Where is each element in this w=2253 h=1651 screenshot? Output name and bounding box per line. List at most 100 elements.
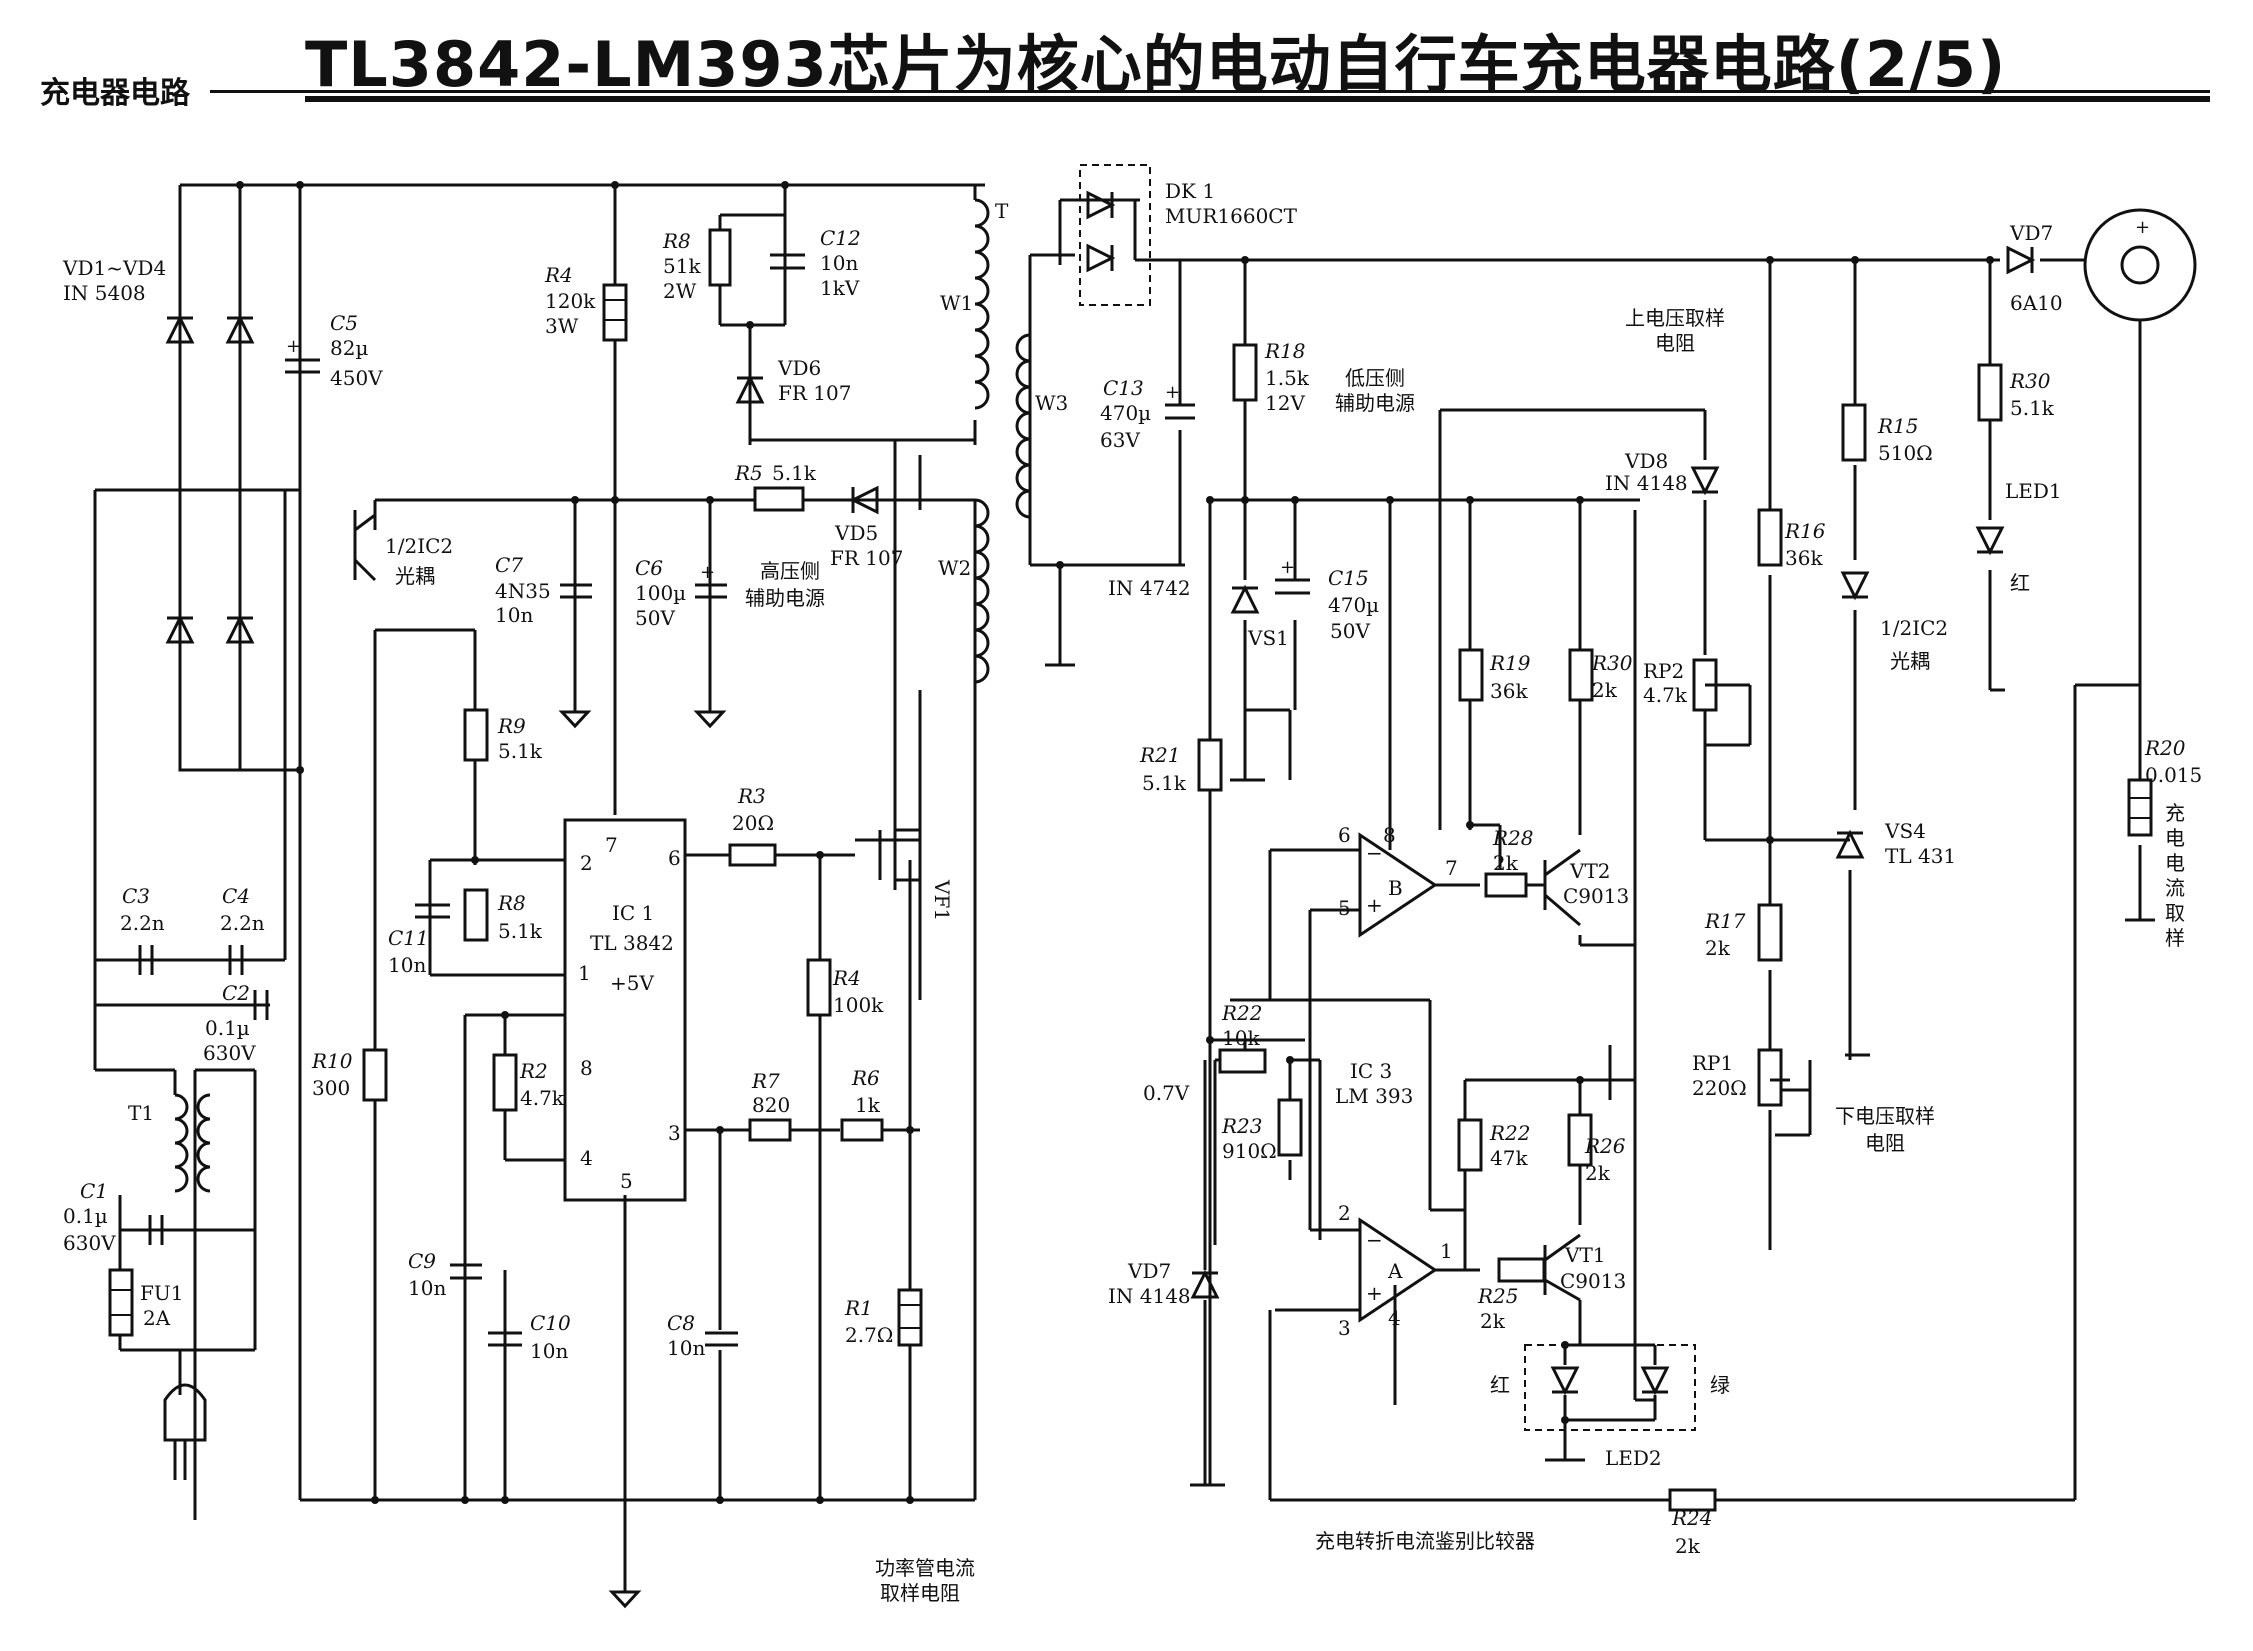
label-comparator: 充电转折电流鉴别比较器 — [1315, 1529, 1535, 1553]
opa-pin-2: 2 — [1338, 1201, 1351, 1225]
label-r5-val: 5.1k — [772, 461, 817, 485]
label-ic3: IC 3 — [1350, 1059, 1392, 1083]
label-c7-type: 4N35 — [495, 579, 551, 603]
label-fu1: FU1 — [140, 1281, 183, 1305]
label-vs4: VS4 — [1884, 819, 1926, 843]
ic1-box — [563, 818, 687, 1202]
label-vd5: VD5 — [834, 521, 878, 545]
ic1-pin-3: 3 — [668, 1121, 681, 1145]
label-vd1-vd4-type: IN 5408 — [63, 281, 146, 305]
label-vd7-top-type: 6A10 — [2010, 291, 2063, 315]
vs4-diode — [1835, 831, 1865, 859]
label-r5: R5 — [734, 461, 763, 485]
label-r20-desc-3: 流 — [2165, 876, 2185, 900]
label-r20: R20 — [2144, 736, 2186, 760]
label-r9-val: 5.1k — [498, 739, 543, 763]
label-c13-val: 470µ — [1100, 401, 1151, 425]
label-r8-top: R8 — [662, 229, 691, 253]
label-r20-desc-1: 电 — [2165, 826, 2185, 850]
label-r20-desc-2: 电 — [2165, 851, 2185, 875]
svg-text:+: + — [1165, 382, 1180, 403]
label-vd6: VD6 — [777, 356, 821, 380]
opb-plus: + — [1366, 893, 1383, 917]
label-dk1-type: MUR1660CT — [1165, 204, 1298, 228]
label-vt1-type: C9013 — [1560, 1269, 1626, 1293]
label-vd8: VD8 — [1624, 449, 1668, 473]
label-c4: C4 — [222, 884, 250, 908]
label-in4742: IN 4742 — [1108, 576, 1191, 600]
opa-pin-1: 1 — [1440, 1239, 1453, 1263]
labels: VD1~VD4 IN 5408 C5 82µ 450V R4 120k 3W R… — [62, 179, 2202, 1605]
ground-c7 — [560, 698, 590, 728]
label-r19-val: 36k — [1490, 679, 1528, 703]
label-c9-val: 10n — [408, 1276, 446, 1300]
label-lv-aux-1: 低压侧 — [1345, 366, 1405, 390]
label-dk1: DK 1 — [1165, 179, 1215, 203]
label-vd7-top: VD7 — [2009, 221, 2053, 245]
label-upper-1: 上电压取样 — [1625, 306, 1725, 330]
label-c10-val: 10n — [530, 1339, 568, 1363]
label-r4-val: 100k — [833, 993, 884, 1017]
label-power-sense-1: 功率管电流 — [875, 1556, 975, 1580]
label-fu1-val: 2A — [143, 1306, 171, 1330]
label-r30-mid: R30 — [1591, 651, 1633, 675]
opb-pin-8: 8 — [1383, 823, 1396, 847]
label-r22-top-val: 10k — [1222, 1026, 1260, 1050]
label-vt2-type: C9013 — [1563, 884, 1629, 908]
label-c2-val: 0.1µ — [205, 1016, 250, 1040]
junction-dots — [236, 181, 1994, 1504]
label-vd8-type: IN 4148 — [1605, 471, 1688, 495]
opb-name: B — [1388, 876, 1403, 900]
label-r25: R25 — [1477, 1284, 1519, 1308]
label-c12-v: 1kV — [820, 276, 860, 300]
label-r18-v: 12V — [1265, 391, 1305, 415]
label-r15-val: 510Ω — [1878, 441, 1933, 465]
vs1-zener — [1230, 586, 1260, 614]
label-r7-val: 820 — [752, 1093, 790, 1117]
opa-pin-4: 4 — [1388, 1306, 1401, 1330]
label-r19: R19 — [1489, 651, 1531, 675]
label-r21-val: 5.1k — [1142, 771, 1187, 795]
label-c13: C13 — [1103, 376, 1144, 400]
label-vt1: VT1 — [1564, 1243, 1606, 1267]
label-c12: C12 — [820, 226, 861, 250]
label-r8-top-w: 2W — [663, 279, 697, 303]
page-title: TL3842-LM393芯片为核心的电动自行车充电器电路(2/5) — [305, 28, 2007, 101]
label-c8: C8 — [667, 1311, 695, 1335]
label-w2: W2 — [938, 556, 971, 580]
label-r7: R7 — [751, 1069, 780, 1093]
ic1-pin-2: 2 — [580, 851, 593, 875]
label-r2-val: 4.7k — [520, 1086, 565, 1110]
label-c6-val: 100µ — [635, 581, 686, 605]
label-c15-v: 50V — [1330, 619, 1370, 643]
label-led2: LED2 — [1605, 1446, 1662, 1470]
dk1-diode-a — [1086, 190, 1114, 220]
battery-outer — [2083, 208, 2197, 322]
ac-plug — [163, 1383, 207, 1480]
label-r18-val: 1.5k — [1265, 366, 1310, 390]
label-upper-2: 电阻 — [1655, 331, 1695, 355]
opamp-shapes — [1358, 832, 1438, 1323]
ic2-led-diode — [1840, 571, 1870, 599]
label-c2: C2 — [222, 981, 250, 1005]
label-c3-val: 2.2n — [120, 911, 165, 935]
opb-pin-7: 7 — [1445, 856, 1458, 880]
label-r17: R17 — [1704, 909, 1746, 933]
label-r4-top-val: 120k — [545, 289, 596, 313]
label-ic3-type: LM 393 — [1335, 1084, 1413, 1108]
ic1-pin-7: 7 — [605, 833, 618, 857]
label-r10-val: 300 — [312, 1076, 350, 1100]
label-ic1-type: TL 3842 — [590, 931, 674, 955]
label-rp2-val: 4.7k — [1643, 683, 1688, 707]
label-r15: R15 — [1877, 414, 1919, 438]
opa-plus: + — [1366, 1281, 1383, 1305]
label-led1-color: 红 — [2010, 571, 2030, 595]
led2-red-diode — [1550, 1366, 1580, 1394]
opa-pin-3: 3 — [1338, 1316, 1351, 1340]
label-c1: C1 — [80, 1179, 108, 1203]
label-r22-top: R22 — [1221, 1001, 1263, 1025]
label-led1: LED1 — [2005, 479, 2062, 503]
ic1-pin-5: 5 — [620, 1169, 633, 1193]
label-vt2: VT2 — [1569, 859, 1611, 883]
